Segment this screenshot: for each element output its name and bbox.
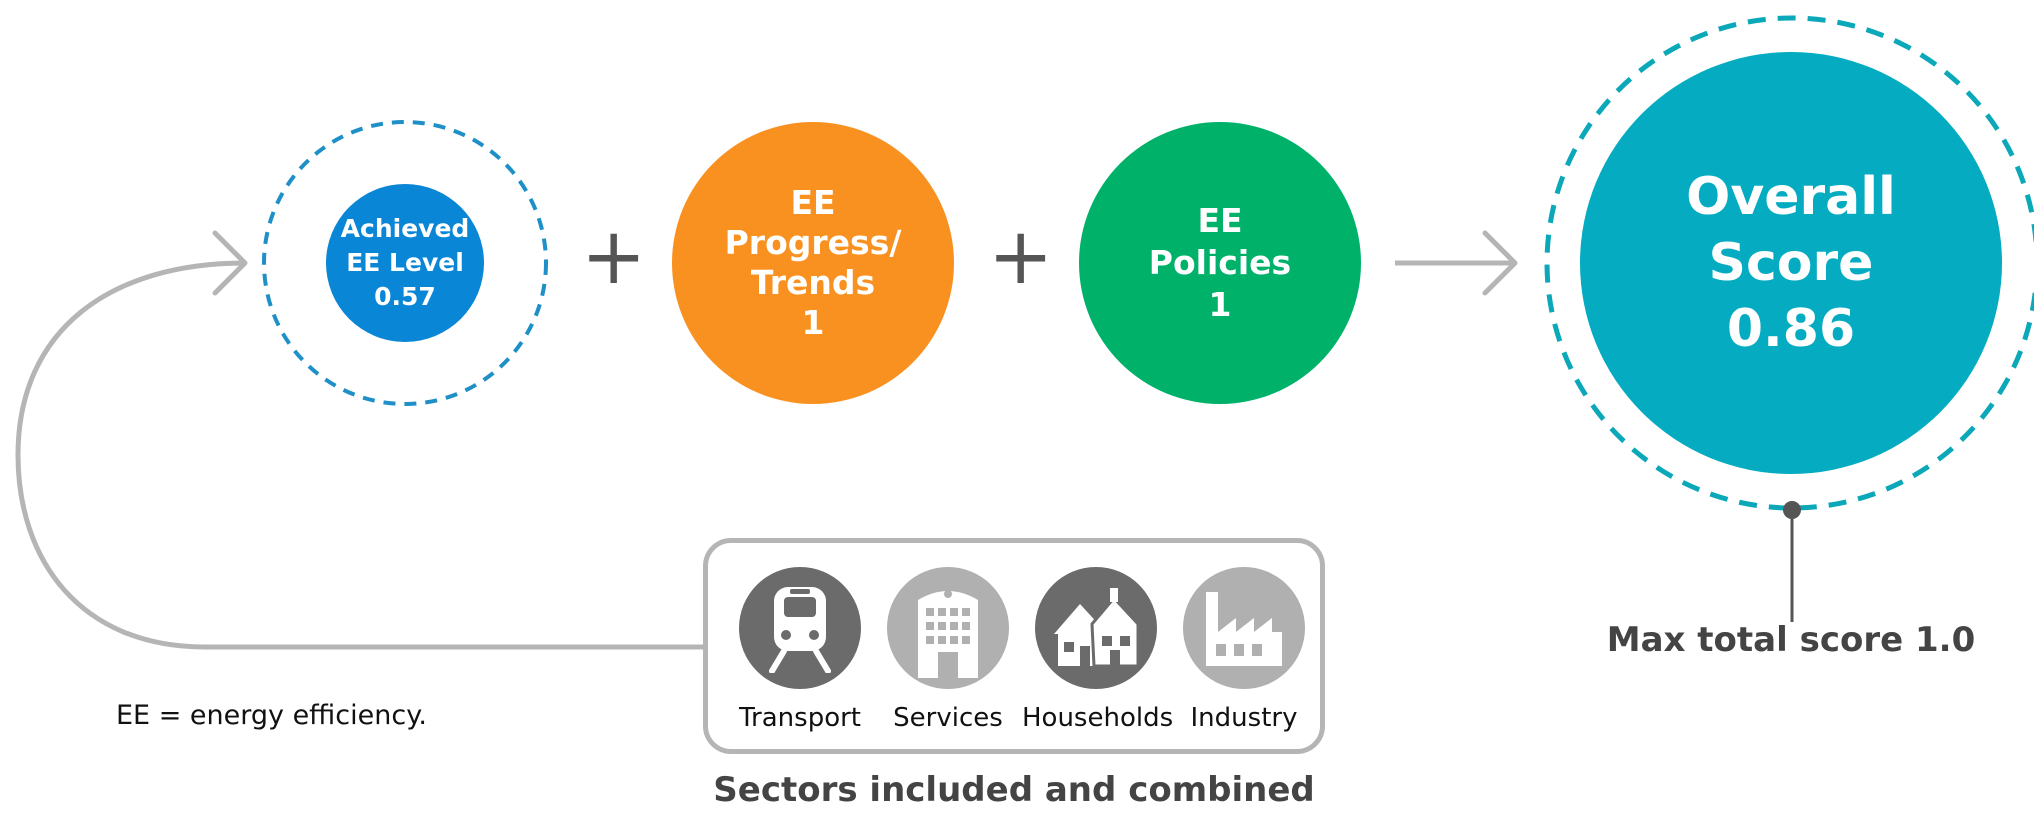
sector-label: Households <box>1022 703 1174 733</box>
ee-progress-trends-circle: EE Progress/ Trends 1 <box>672 122 954 404</box>
plus-operator-1: + <box>581 212 647 302</box>
overall-dashed-ring <box>1544 15 2034 511</box>
overall-score-text: Overall Score 0.86 <box>1686 167 1896 359</box>
sectors-to-achieved-arrowhead <box>212 230 248 296</box>
achieved-dashed-ring <box>262 120 548 406</box>
factory-icon <box>1183 567 1305 689</box>
sectors-caption: Sectors included and combined <box>713 770 1315 810</box>
sector-services: Services <box>874 567 1022 733</box>
sector-transport: Transport <box>726 567 874 733</box>
sector-label: Industry <box>1190 703 1298 733</box>
max-score-pin-dot <box>1783 501 1801 519</box>
ee-policies-text: EE Policies 1 <box>1148 201 1292 324</box>
sector-industry: Industry <box>1170 567 1318 733</box>
max-total-score-label: Max total score 1.0 <box>1606 620 1976 660</box>
ee-policies-circle: EE Policies 1 <box>1079 122 1361 404</box>
sector-households: Households <box>1022 567 1174 733</box>
achieved-ee-level-circle: Achieved EE Level 0.57 <box>326 184 484 342</box>
plus-operator-2: + <box>988 212 1054 302</box>
sector-label: Transport <box>738 703 861 733</box>
houses-icon <box>1035 567 1157 689</box>
result-arrowhead <box>1482 230 1518 296</box>
sector-label: Services <box>893 703 1003 733</box>
office-building-icon <box>887 567 1009 689</box>
sectors-box: Transport Servic <box>703 538 1325 754</box>
achieved-ee-level-text: Achieved EE Level 0.57 <box>340 214 470 311</box>
sectors-to-achieved-connector <box>15 260 703 650</box>
overall-score-circle: Overall Score 0.86 <box>1580 52 2002 474</box>
footnote: EE = energy efficiency. <box>116 700 427 731</box>
ee-progress-trends-text: EE Progress/ Trends 1 <box>724 183 902 342</box>
train-icon <box>739 567 861 689</box>
